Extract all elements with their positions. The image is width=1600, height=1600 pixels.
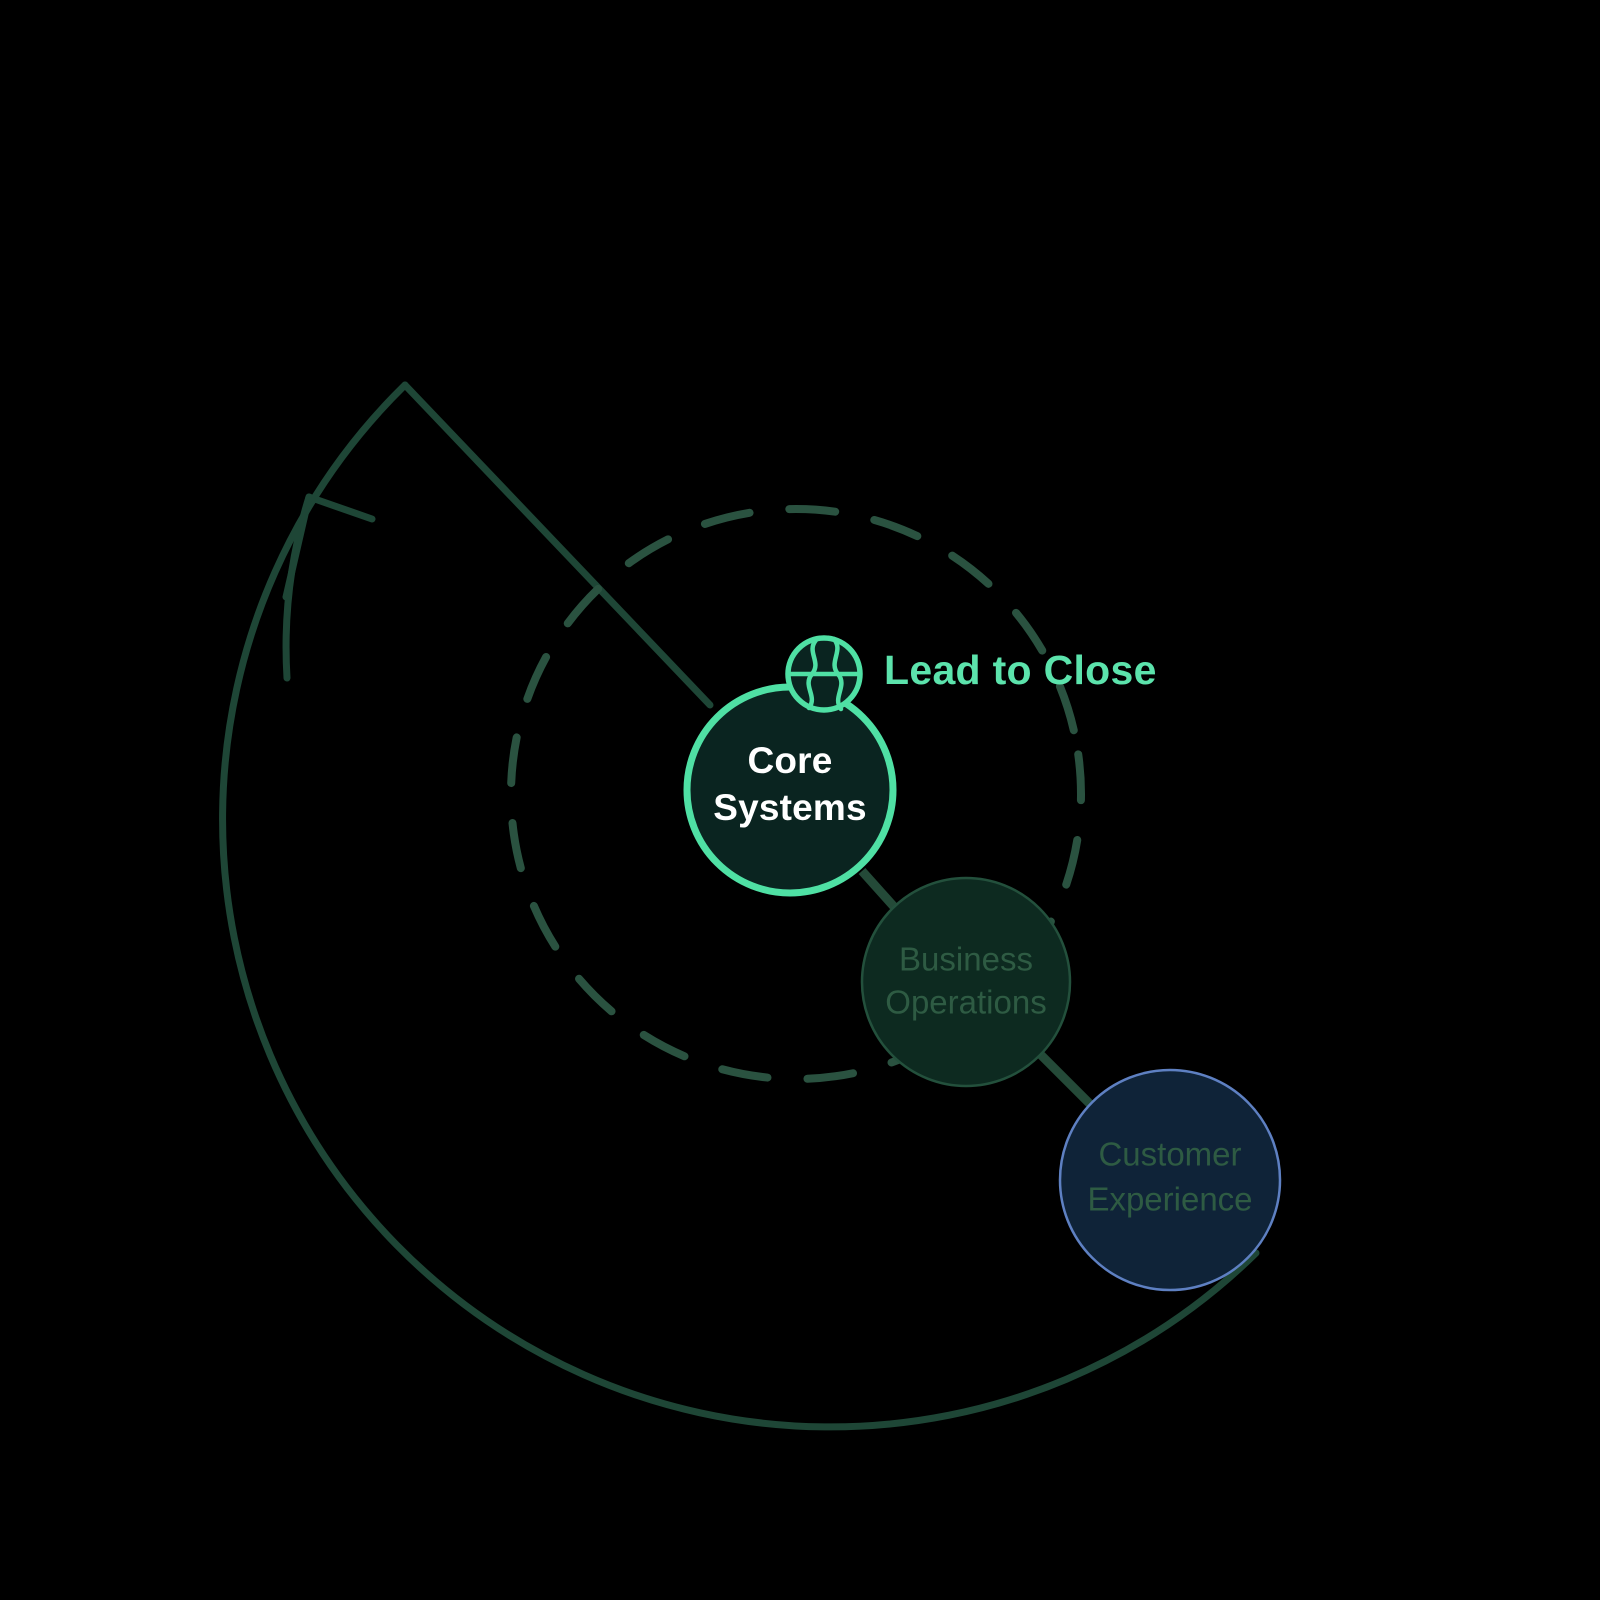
cycle-arrow-tail [282, 493, 313, 682]
node-core-systems[interactable]: Core Systems [683, 683, 897, 897]
node-customer-experience[interactable]: Customer Experience [1058, 1068, 1282, 1292]
outer-cycle-arc [219, 381, 1260, 1431]
node-business-operations[interactable]: Business Operations [860, 876, 1072, 1088]
node-customer-experience-circle[interactable] [1058, 1068, 1282, 1292]
outer-cycle-inner-arc [177, 497, 1256, 1481]
globe-icon [785, 635, 863, 713]
node-connectors [858, 867, 1100, 1114]
node-customer-experience-label-line2: Experience [1087, 1181, 1252, 1218]
globe-icon-meridian-right [831, 636, 844, 712]
outer-cycle-radial-spoke [401, 381, 714, 709]
dashed-inner-ring [507, 505, 1085, 1083]
outer-cycle-arc-group [177, 381, 1260, 1481]
node-business-operations-circle[interactable] [860, 876, 1072, 1088]
node-core-systems-label-line1: Core [747, 740, 832, 781]
cycle-title: Lead to Close [884, 647, 1157, 693]
node-business-operations-label-line2: Operations [885, 984, 1046, 1021]
node-business-operations-label-line1: Business [899, 941, 1033, 978]
connector-business-to-customer [1037, 1051, 1100, 1114]
connector-core-to-business [858, 867, 900, 913]
node-core-systems-label-line2: Systems [713, 787, 867, 828]
globe-icon-meridian-left [806, 637, 819, 711]
node-customer-experience-label-line1: Customer [1098, 1136, 1241, 1173]
